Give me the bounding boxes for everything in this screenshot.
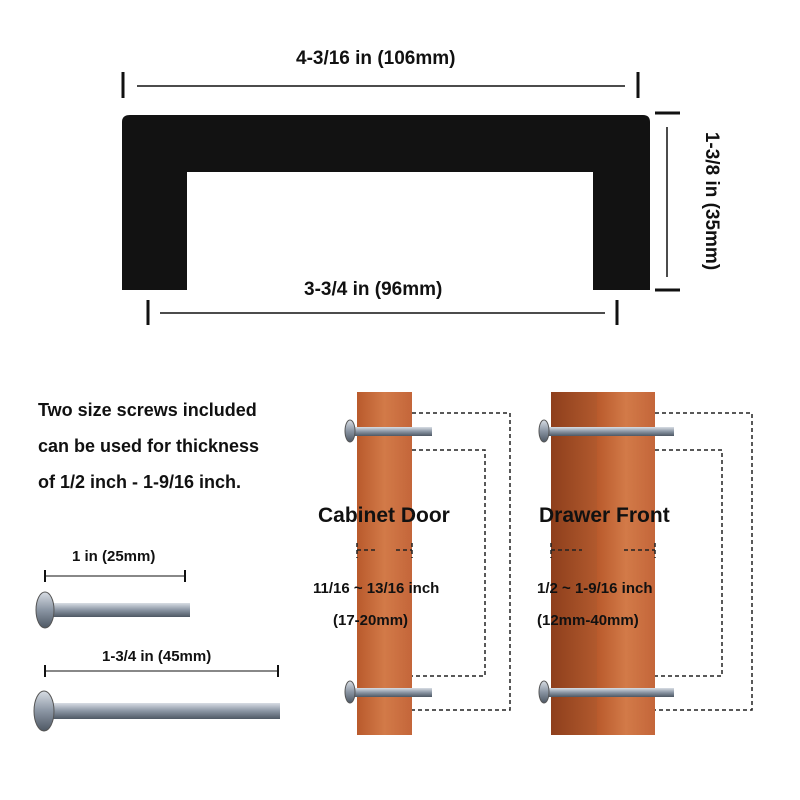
drawer-board-back xyxy=(551,392,598,735)
handle xyxy=(122,115,650,290)
drawer-front-range: 1/2 ~ 1-9/16 inch xyxy=(537,580,653,597)
cabinet-door-metric: (17-20mm) xyxy=(333,612,409,629)
drawer-front-title: Drawer Front xyxy=(539,504,670,527)
handle-outlines xyxy=(356,412,753,711)
screw-long xyxy=(33,690,280,732)
cabinet-door-title: Cabinet Door xyxy=(318,504,450,527)
projection-label: 1-3/8 in (35mm) xyxy=(701,131,722,271)
cabinet-door-range: 11/16 ~ 13/16 inch xyxy=(313,580,440,597)
note-line-2: can be used for thickness xyxy=(38,436,260,456)
screw-short xyxy=(35,591,190,629)
drawer-board-front xyxy=(597,392,655,735)
hole-spacing-label: 3-3/4 in (96mm) xyxy=(304,279,443,300)
screw-long-length: 1-3/4 in (45mm) xyxy=(102,648,212,665)
install-screws xyxy=(344,419,674,704)
screw-short-length: 1 in (25mm) xyxy=(72,548,156,565)
dimension-lines xyxy=(44,72,680,677)
note-line-3: of 1/2 inch - 1-9/16 inch. xyxy=(38,472,242,492)
cabinet-door-board xyxy=(357,392,412,735)
drawer-front-metric: (12mm-40mm) xyxy=(537,612,639,629)
overall-length-label: 4-3/16 in (106mm) xyxy=(296,48,456,69)
note-line-1: Two size screws included xyxy=(38,400,257,420)
